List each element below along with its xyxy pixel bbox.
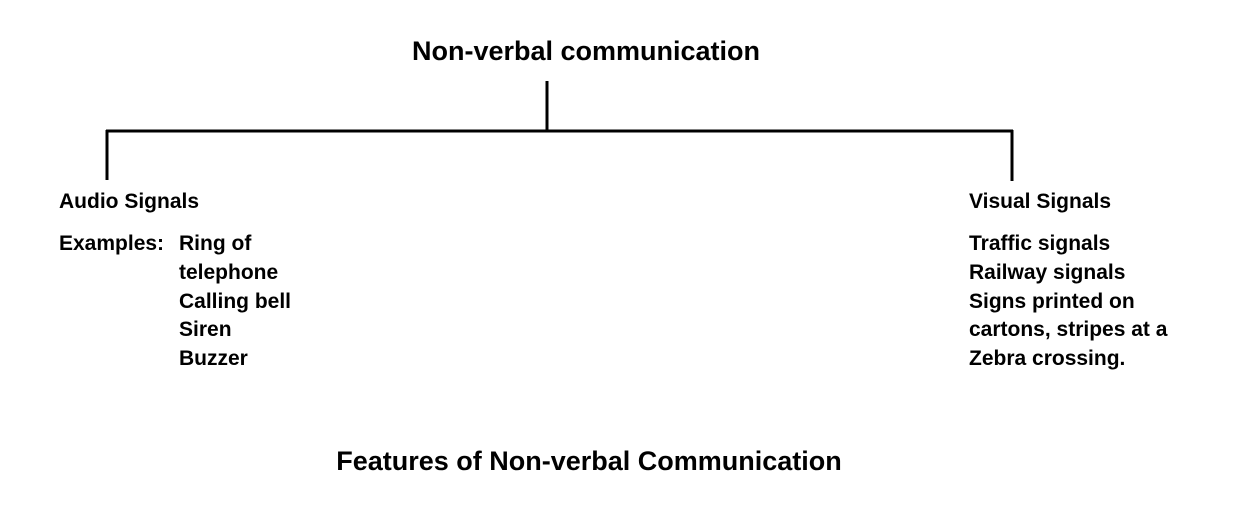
visual-example-line: Traffic signals (969, 232, 1111, 255)
audio-example-line: Ring of (179, 232, 252, 255)
visual-example-line: Signs printed on (969, 289, 1135, 313)
audio-signals-title: Audio Signals (59, 190, 200, 213)
visual-example-line: cartons, stripes at a (969, 318, 1168, 342)
figure-caption: Features of Non-verbal Communication (336, 446, 842, 476)
visual-signals-title: Visual Signals (969, 190, 1112, 213)
visual-examples-list: Traffic signals Railway signals Signs pr… (969, 230, 1167, 374)
root-node-title: Non-verbal communication (411, 36, 761, 66)
visual-example-line: Zebra crossing. (969, 347, 1126, 371)
audio-example-line: telephone (179, 260, 279, 284)
audio-example-line: Siren (179, 318, 232, 342)
examples-label: Examples: (59, 232, 165, 255)
audio-example-line: Calling bell (179, 289, 292, 313)
audio-examples-list: Ring of telephone Calling bell Siren Buz… (179, 230, 291, 374)
visual-example-line: Railway signals (969, 260, 1126, 284)
audio-example-line: Buzzer (179, 347, 248, 371)
